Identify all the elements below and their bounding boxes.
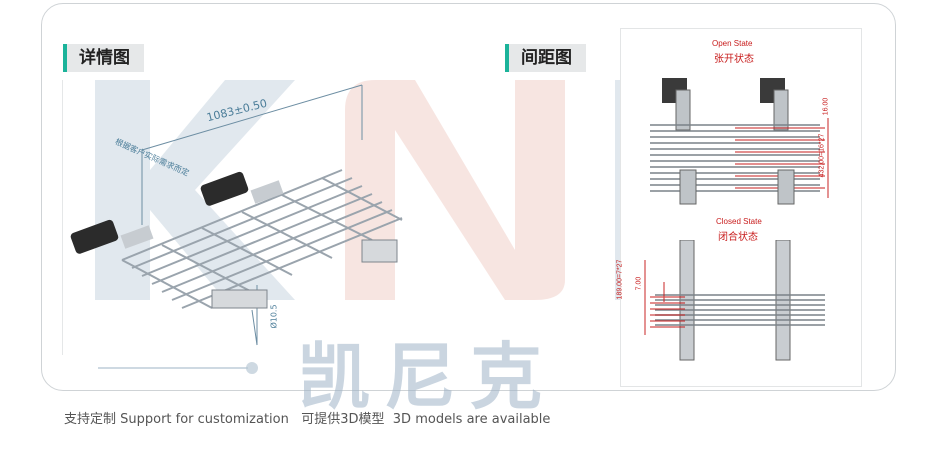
- detail-drawing-panel: [62, 80, 433, 355]
- closed-state-label-cn: 闭合状态: [718, 232, 758, 243]
- closed-state-label-en: Closed State: [716, 217, 762, 226]
- watermark-brand-text: 凯尼克: [298, 335, 557, 419]
- gripper-fingers-grid: [121, 169, 403, 309]
- open-state-label-cn: 张开状态: [714, 54, 754, 65]
- right-motor-icon: [200, 171, 249, 206]
- watermark-line-left: [98, 367, 248, 369]
- watermark-dot-left: [246, 362, 258, 374]
- customization-caption: 支持定制 Support for customization 可提供3D模型 3…: [64, 412, 551, 427]
- open-top-dimension: 16.00: [822, 97, 830, 116]
- open-state-drawing: [650, 78, 829, 205]
- open-state-label-en: Open State: [712, 39, 753, 48]
- closed-unit-dimension: 7.00: [635, 276, 643, 291]
- spacing-view-tag: 间距图: [505, 44, 586, 72]
- detail-view-tag: 详情图: [63, 44, 144, 72]
- closed-state-drawing: [644, 240, 825, 361]
- small-dimension: Ø10.5: [269, 304, 279, 329]
- gripper-isometric-drawing: [70, 84, 403, 346]
- open-span-dimension: 432.00=16*27: [818, 133, 826, 178]
- left-motor-icon: [70, 219, 119, 254]
- closed-span-dimension: 189.00=7*27: [616, 259, 624, 300]
